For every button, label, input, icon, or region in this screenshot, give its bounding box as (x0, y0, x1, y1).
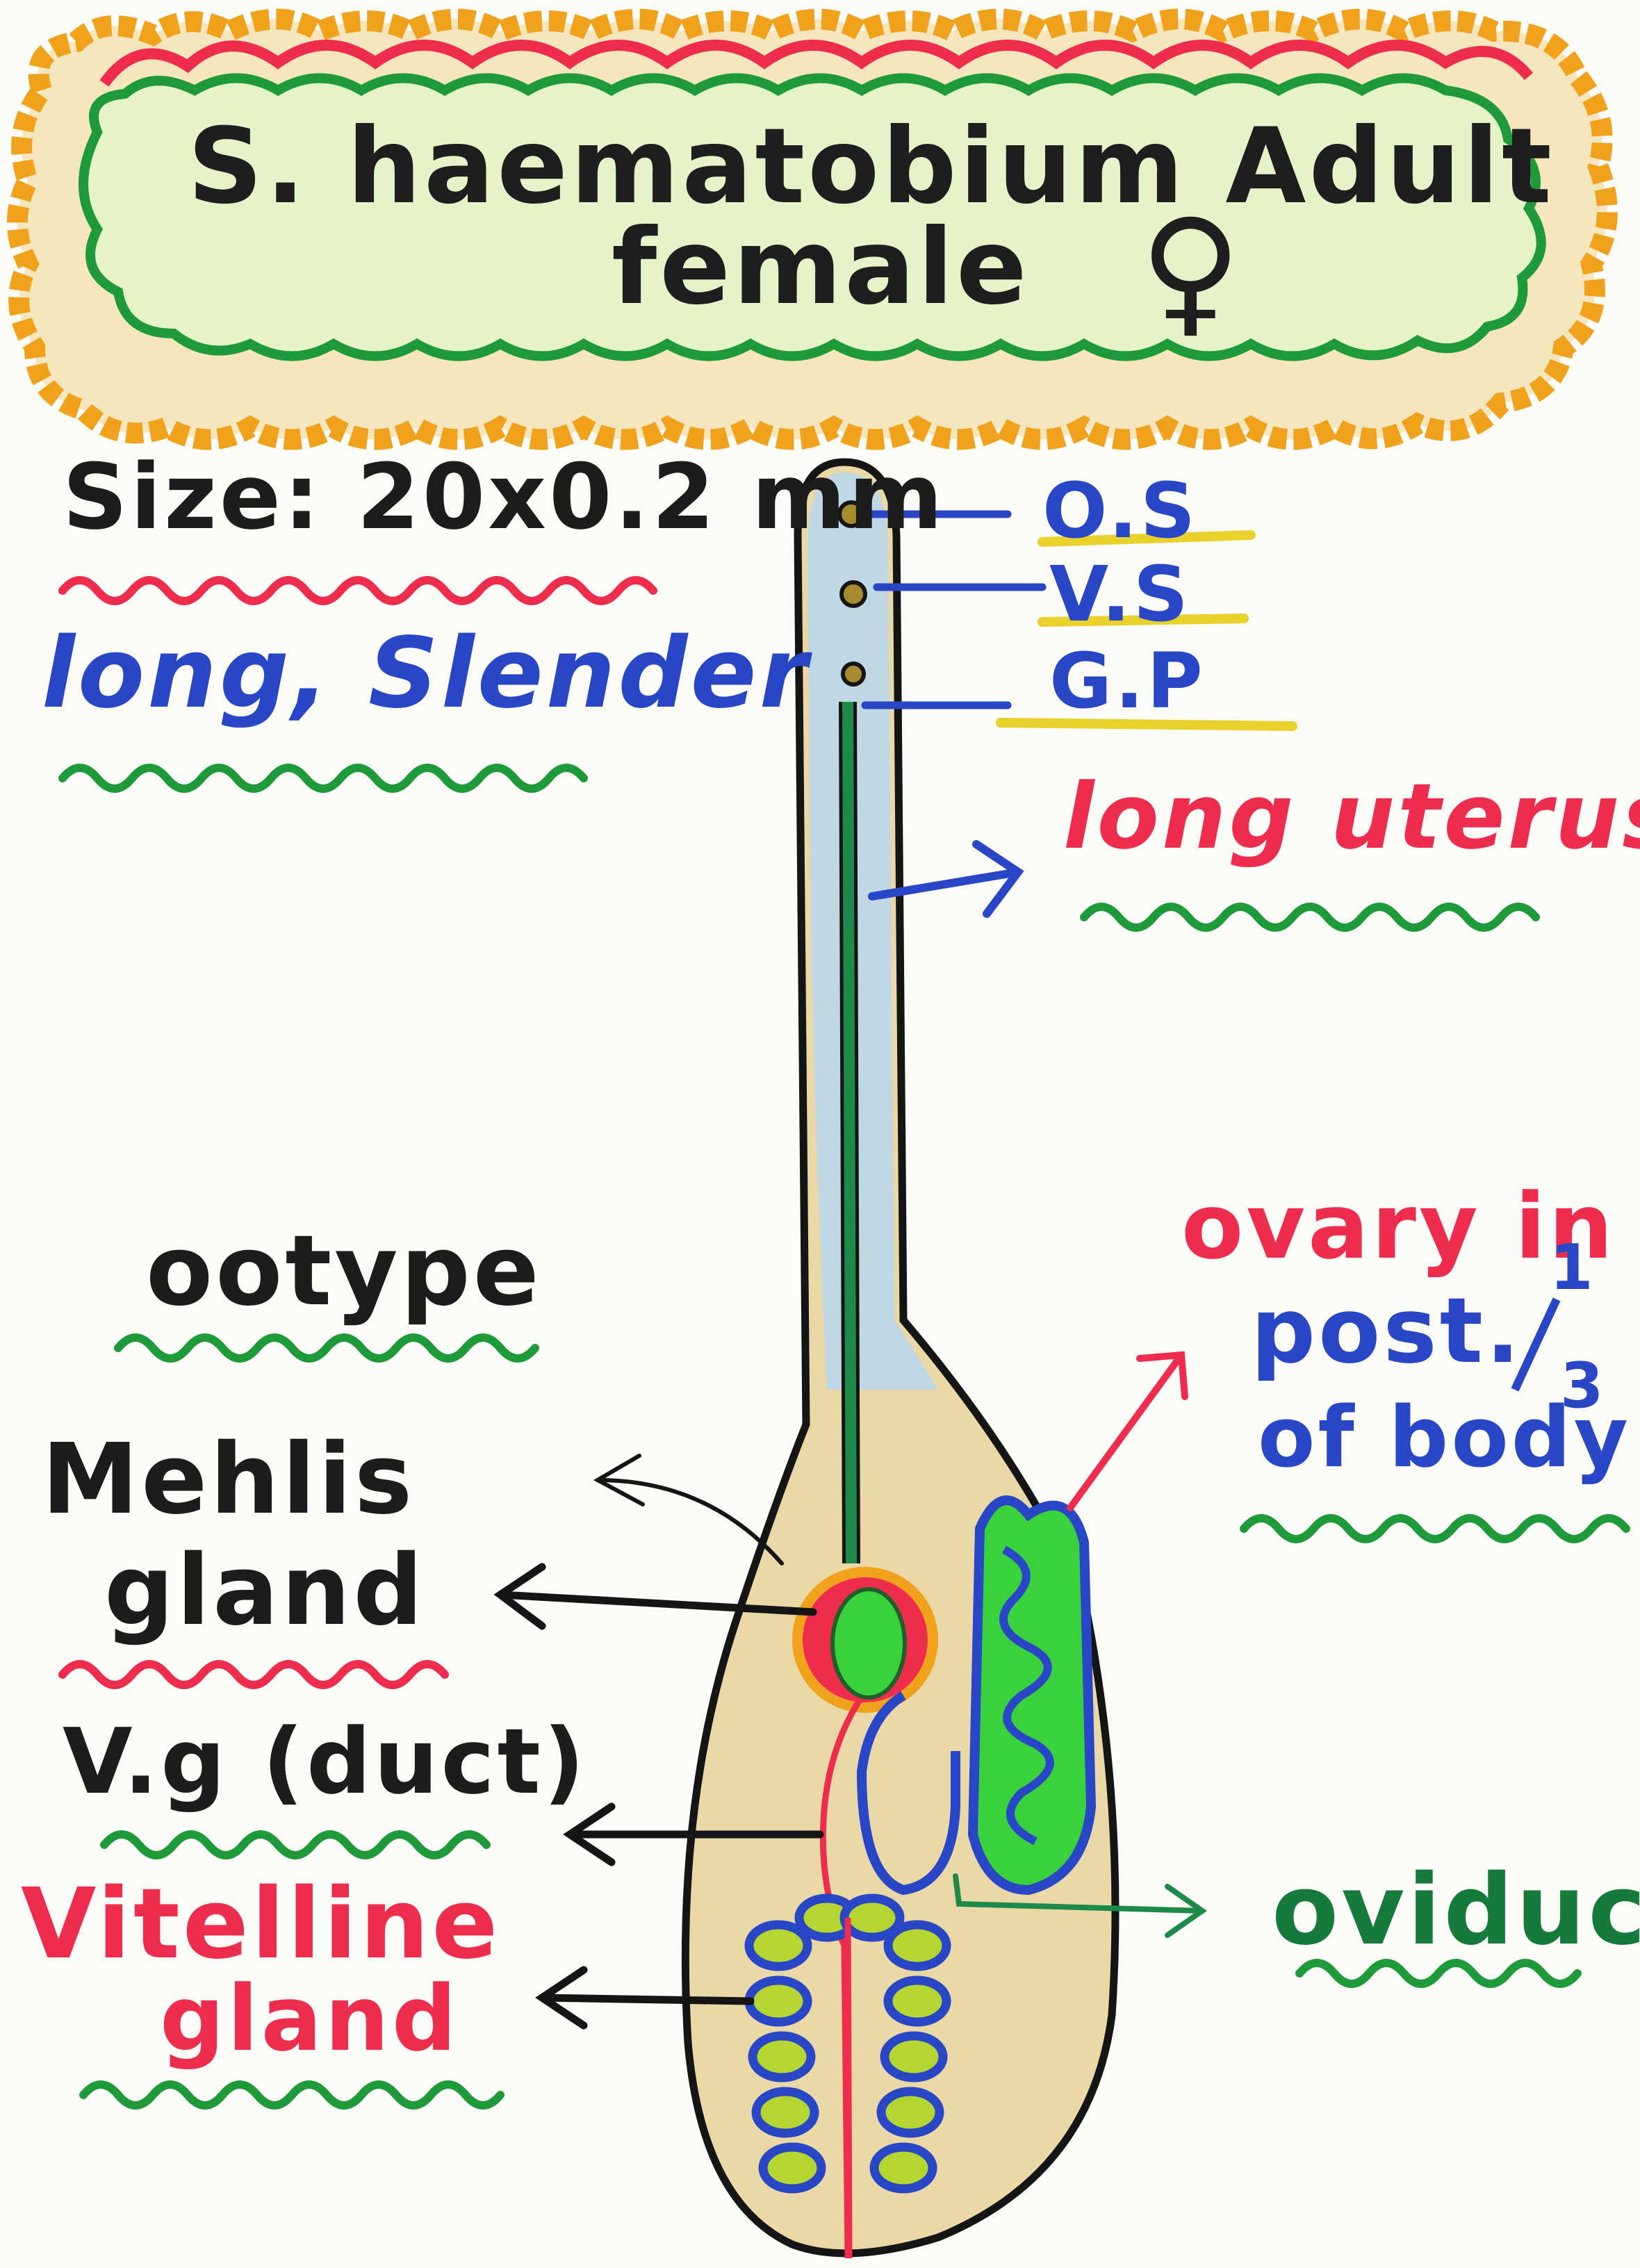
size-label: Size: 20x0.2 mm (63, 444, 946, 550)
vitelline-duct-lower (844, 1917, 853, 2259)
title-cloud-banner (7, 8, 1618, 450)
ventral-sucker (839, 580, 867, 608)
oral-sucker-label: O.S (1042, 466, 1199, 555)
mehlis-arrow-thin (593, 1454, 784, 1566)
vg-duct-arrow (563, 1802, 824, 1866)
ovary-fraction-numerator: 1 (1550, 1231, 1596, 1304)
ovary-arrow (1067, 1351, 1188, 1511)
vg-underline (100, 1830, 491, 1859)
title-line-2: female (612, 207, 1030, 328)
vg-duct-label: V.g (duct) (63, 1709, 588, 1814)
fraction-bar (1511, 1297, 1561, 1392)
vitelline-gland (744, 1893, 951, 2194)
vitelline-underline (79, 2080, 505, 2110)
ventral-sucker-label: V.S (1049, 550, 1191, 639)
oviduct-label: oviduct (1272, 1854, 1640, 1967)
os-underline (1038, 530, 1256, 547)
mehlis-gland-label-2: gland (104, 1534, 426, 1647)
ootype (830, 1587, 907, 1700)
ovary-fraction-denominator: 3 (1560, 1349, 1607, 1422)
gp-underline (996, 718, 1297, 731)
genital-pore (841, 662, 866, 687)
title-line-1: S. haematobium Adult (188, 106, 1555, 227)
uterus-underline (1080, 903, 1540, 932)
vs-underline (1038, 614, 1249, 627)
oviduct-loop (856, 1691, 960, 1896)
mehlis-gland (792, 1567, 938, 1713)
title-red-scallops (99, 40, 1534, 87)
vitelline-gland-label-1: Vitelline (21, 1868, 501, 1981)
anterior-blue-shading (807, 472, 938, 1390)
oviduct-arrow (953, 1873, 1207, 1938)
size-underline (58, 576, 657, 605)
genital-pore-label: G.P (1049, 636, 1206, 725)
worm-body (681, 458, 1120, 2259)
mehlis-underline (58, 1660, 449, 1689)
ovary-label-2: post. (1251, 1278, 1523, 1383)
shape-underline (58, 764, 588, 793)
ootype-label: ootype (146, 1215, 542, 1328)
uterus-tube-fill (842, 701, 857, 1564)
shape-label: long, Slender (42, 617, 810, 730)
vitelline-gland-label-2: gland (160, 1966, 459, 2071)
ovary-label-3: of body (1258, 1390, 1631, 1486)
ootype-underline (114, 1333, 539, 1363)
long-uterus-label: long uterus (1063, 764, 1640, 869)
ovary (967, 1495, 1097, 1896)
vitelline-arrow (535, 1966, 755, 2030)
uterus-arrow (868, 840, 1024, 918)
mehlis-gland-label-1: Mehlis (42, 1423, 416, 1536)
underlines (58, 530, 1630, 2110)
female-symbol: ♀ (1140, 190, 1245, 352)
ovary-underline (1240, 1514, 1630, 1543)
ovary-label-1: ovary in (1181, 1174, 1616, 1279)
pointer-lines (493, 510, 1207, 2030)
oviduct-underline (1295, 1959, 1582, 1988)
title-green-cloud (79, 73, 1546, 361)
mehlis-arrow (493, 1563, 817, 1630)
